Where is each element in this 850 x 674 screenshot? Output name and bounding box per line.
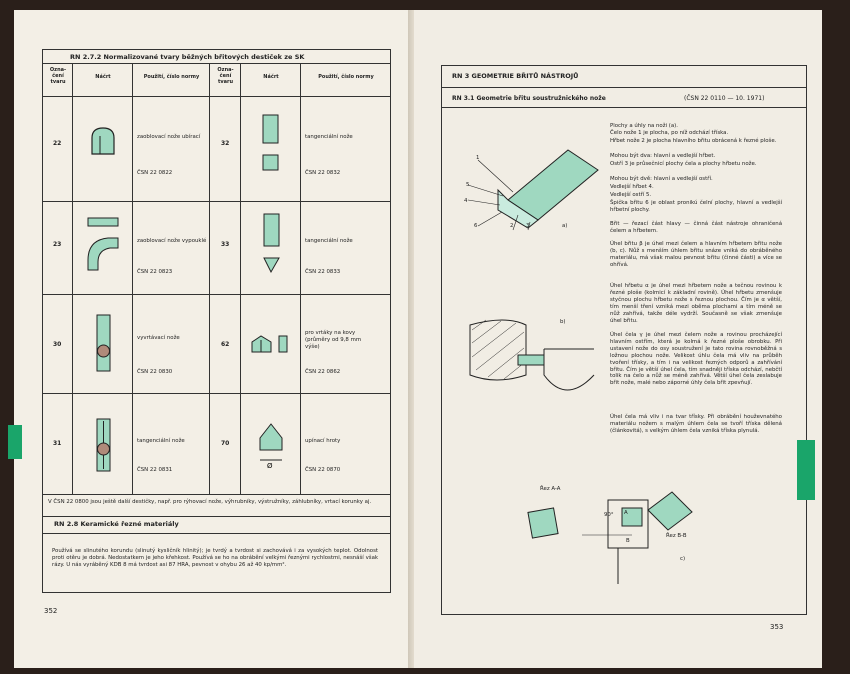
- col-header-nacrt: Náčrt: [95, 74, 111, 80]
- col-header-pouziti-2: Použití, číslo normy: [318, 74, 374, 80]
- desc: vyvrtávací nože: [137, 335, 180, 341]
- col-header-pouziti: Použití, číslo normy: [143, 74, 200, 80]
- right-page: RN 3 GEOMETRIE BŘITŮ NÁSTROJŮ RN 3.1 Geo…: [414, 10, 822, 668]
- geometry-box: [441, 65, 807, 615]
- norm: ČSN 22 0830: [137, 369, 173, 375]
- tool-figure-b: [469, 319, 595, 391]
- fig-label-rez-aa: Řez A-A: [540, 486, 561, 492]
- text-line: Mohou být dvě: hlavní a vedlejší ostří.: [610, 176, 713, 182]
- insert-sketch-32: [262, 114, 279, 171]
- norm: ČSN 22 0822: [137, 170, 173, 176]
- norm: ČSN 22 0832: [305, 170, 341, 176]
- fig-label-a: a): [562, 223, 568, 229]
- fig-label-90: 90°: [604, 512, 614, 518]
- green-page-tab-left: [8, 425, 22, 459]
- row-num: 32: [221, 140, 230, 147]
- ceramics-box: [42, 533, 391, 593]
- svg-text:Ø: Ø: [267, 462, 273, 470]
- para-wedge-angle: Úhel břitu β je úhel mezi čelem a hlavní…: [610, 241, 782, 268]
- insert-sketch-22: [91, 127, 115, 155]
- row-num: 70: [221, 440, 230, 447]
- page-number-right: 353: [770, 623, 784, 631]
- desc: zaoblovací nože ubírací: [137, 134, 201, 140]
- norm: ČSN 22 0831: [137, 467, 173, 473]
- norm: ČSN 22 0823: [137, 269, 173, 275]
- row-num: 33: [221, 241, 230, 248]
- norm: ČSN 22 0870: [305, 467, 341, 473]
- fig-label-A: A: [624, 510, 628, 516]
- book-gutter: [408, 10, 416, 668]
- row-num: 23: [53, 241, 62, 248]
- para-rake-angle-chip: Úhel čela má vliv i na tvar třísky. Při …: [610, 414, 782, 434]
- desc: zaoblovací nože vypouklé: [137, 238, 207, 244]
- text-line: Vedlejší hřbet 4.: [610, 184, 654, 190]
- ceramics-text: Používá se slinutého korundu (slinutý ky…: [52, 548, 378, 568]
- text-line: Mohou být dva: hlavní a vedlejší hřbet.: [610, 153, 716, 159]
- tool-figure-c: [527, 491, 693, 584]
- insert-sketch-23: [87, 217, 119, 271]
- insert-sketch-31: [96, 418, 111, 472]
- fig-label-3: 3: [526, 223, 530, 229]
- subsection-title: RN 3.1 Geometrie břitu soustružnického n…: [452, 95, 606, 102]
- table-title: RN 2.7.2 Normalizované tvary běžných bři…: [70, 53, 305, 61]
- insert-sketch-62: [251, 335, 288, 353]
- para-rake-angle: Úhel čela γ je úhel mezi čelem nože a ro…: [610, 332, 782, 387]
- norm: ČSN 22 0833: [305, 269, 341, 275]
- table-footnote: V ČSN 22 0800 jsou ještě další destičky,…: [48, 499, 372, 505]
- row-num: 31: [53, 440, 62, 447]
- text-line: Hřbet nože 2 je plocha hlavního břitu ob…: [610, 138, 777, 144]
- desc: tangenciální nože: [305, 134, 353, 140]
- norm: ČSN 22 0862: [305, 369, 341, 375]
- row-num: 30: [53, 341, 62, 348]
- row-num: 62: [221, 341, 230, 348]
- section-title-ceramics: RN 2.8 Keramické řezné materiály: [54, 520, 179, 528]
- insert-sketch-30: [96, 314, 111, 372]
- fig-label-1: 1: [476, 155, 480, 161]
- para-clearance-angle: Úhel hřbetu α je úhel mezi hřbetem nože …: [610, 283, 782, 324]
- section-title-geometry: RN 3 GEOMETRIE BŘITŮ NÁSTROJŮ: [452, 72, 579, 80]
- fig-label-2: 2: [510, 223, 514, 229]
- row-num: 22: [53, 140, 62, 147]
- col-header-ozn: Ozna- čení tvaru: [49, 67, 67, 85]
- fig-label-b: b): [560, 319, 566, 325]
- green-page-tab-right: [797, 440, 815, 500]
- fig-label-6: 6: [474, 223, 478, 229]
- fig-label-c: c): [680, 556, 686, 562]
- fig-label-rez-bb: Řez B-B: [666, 533, 687, 539]
- desc: upínací hroty: [305, 438, 341, 444]
- col-header-ozn-2: Ozna- čení tvaru: [217, 67, 234, 85]
- text-line: Plochy a úhly na noži (a).: [610, 123, 678, 129]
- text-line: Špička břitu 6 je oblast pronikú čelní p…: [610, 200, 782, 213]
- subsection-norm: (ČSN 22 0110 — 10. 1971): [684, 95, 765, 102]
- text-line: Vedlejší ostří 5.: [610, 192, 652, 198]
- text-line: Čelo nože 1 je plocha, po níž odchází tř…: [610, 130, 729, 136]
- insert-sketch-70: Ø: [259, 423, 283, 470]
- left-page: RN 2.7.2 Normalizované tvary běžných bři…: [14, 10, 410, 668]
- insert-sketch-33: [263, 213, 280, 274]
- text-line: Břit — řezací část hlavy — činná část ná…: [610, 221, 782, 234]
- page-number-left: 352: [44, 607, 58, 615]
- desc: pro vrtáky na kovy (průměry od 9,8 mm vý…: [305, 330, 362, 350]
- fig-label-4: 4: [464, 198, 468, 204]
- text-line: Ostří 3 je průsečnicí plochy čela a ploc…: [610, 161, 757, 167]
- desc: tangenciální nože: [305, 238, 353, 244]
- fig-label-5: 5: [466, 182, 470, 188]
- desc: tangenciální nože: [137, 438, 185, 444]
- tool-figure-a: [467, 149, 599, 231]
- col-header-nacrt-2: Náčrt: [263, 74, 279, 80]
- fig-label-B: B: [626, 538, 630, 544]
